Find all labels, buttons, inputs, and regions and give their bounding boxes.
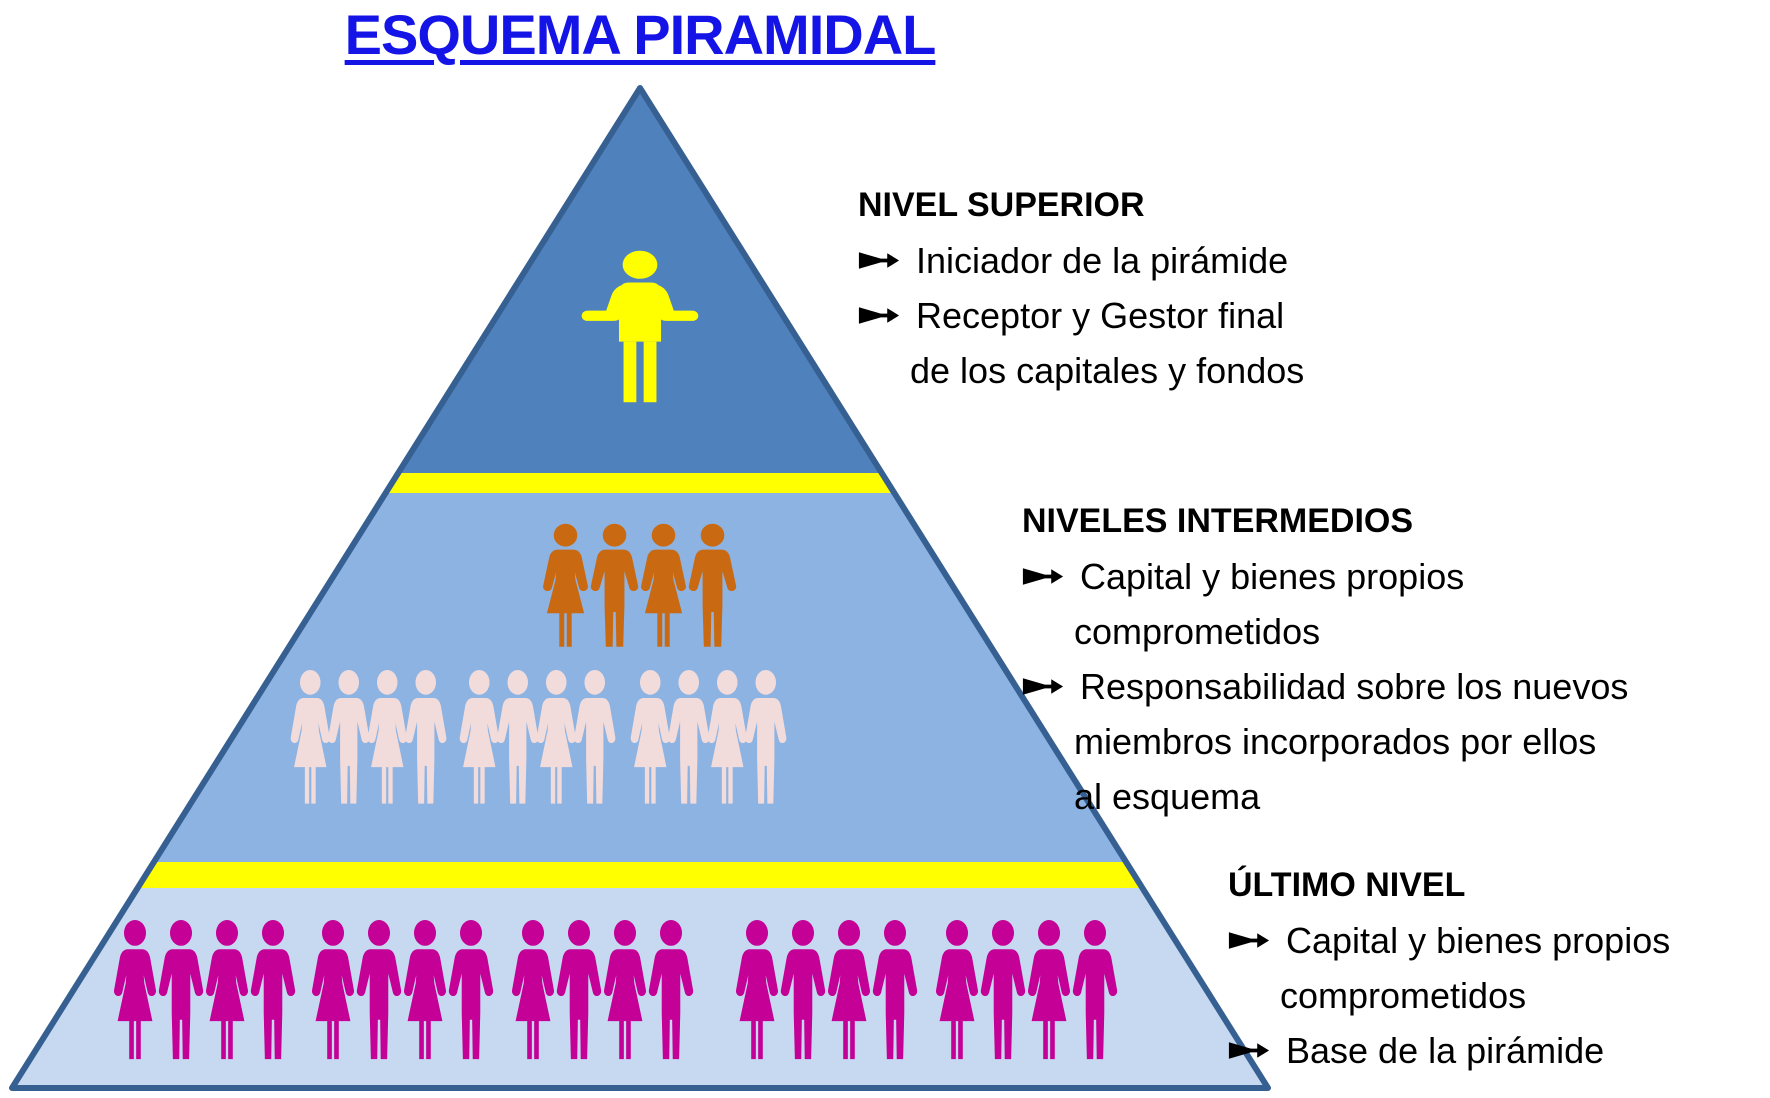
double-arrow-bullet-icon <box>858 307 900 324</box>
bullet-line: Responsabilidad sobre los nuevos <box>1022 659 1628 714</box>
section-heading: ÚLTIMO NIVEL <box>1228 866 1466 904</box>
continuation-line: miembros incorporados por ellos <box>1022 714 1628 769</box>
section-heading: NIVEL SUPERIOR <box>858 186 1145 224</box>
page-title: ESQUEMA PIRAMIDAL <box>344 3 937 66</box>
bullet-line: Receptor y Gestor final <box>858 288 1304 343</box>
double-arrow-bullet-icon <box>1022 568 1064 585</box>
pyramid-outline <box>9 85 1271 1091</box>
double-arrow-bullet-icon <box>1022 678 1064 695</box>
bullet-line-text: Receptor y Gestor final <box>916 295 1285 336</box>
double-arrow-bullet-icon <box>1228 932 1270 949</box>
double-arrow-bullet-icon <box>858 252 900 269</box>
bullet-line-text: Iniciador de la pirámide <box>916 240 1289 281</box>
divider-band-upper <box>12 473 1268 493</box>
section-heading: NIVELES INTERMEDIOS <box>1022 502 1414 540</box>
line-text: comprometidos <box>1074 611 1321 652</box>
pyramid-svg <box>9 85 1271 1091</box>
bullet-line: Capital y bienes propios <box>1228 913 1670 968</box>
line-text: de los capitales y fondos <box>910 350 1305 391</box>
line-text: comprometidos <box>1280 975 1527 1016</box>
bullet-line: Capital y bienes propios <box>1022 549 1628 604</box>
bullet-line: Base de la pirámide <box>1228 1023 1670 1078</box>
section-ultimo-nivel: ÚLTIMO NIVEL Capital y bienes propios co… <box>1228 858 1670 1078</box>
double-arrow-bullet-icon <box>1228 1042 1270 1059</box>
section-niveles-intermedios: NIVELES INTERMEDIOS Capital y bienes pro… <box>1022 494 1628 824</box>
section-nivel-superior: NIVEL SUPERIOR Iniciador de la pirámide … <box>858 178 1304 398</box>
continuation-line: de los capitales y fondos <box>858 343 1304 398</box>
pyramid-diagram <box>0 80 1280 1098</box>
bullet-line-text: Capital y bienes propios <box>1286 920 1671 961</box>
bullet-line-text: Responsabilidad sobre los nuevos <box>1080 666 1629 707</box>
bullet-line-text: Capital y bienes propios <box>1080 556 1465 597</box>
continuation-line: comprometidos <box>1022 604 1628 659</box>
line-text: al esquema <box>1074 776 1261 817</box>
continuation-line: al esquema <box>1022 769 1628 824</box>
line-text: miembros incorporados por ellos <box>1074 721 1597 762</box>
bullet-line: Iniciador de la pirámide <box>858 233 1304 288</box>
continuation-line: comprometidos <box>1228 968 1670 1023</box>
bullet-line-text: Base de la pirámide <box>1286 1030 1605 1071</box>
divider-band-lower <box>12 862 1268 888</box>
